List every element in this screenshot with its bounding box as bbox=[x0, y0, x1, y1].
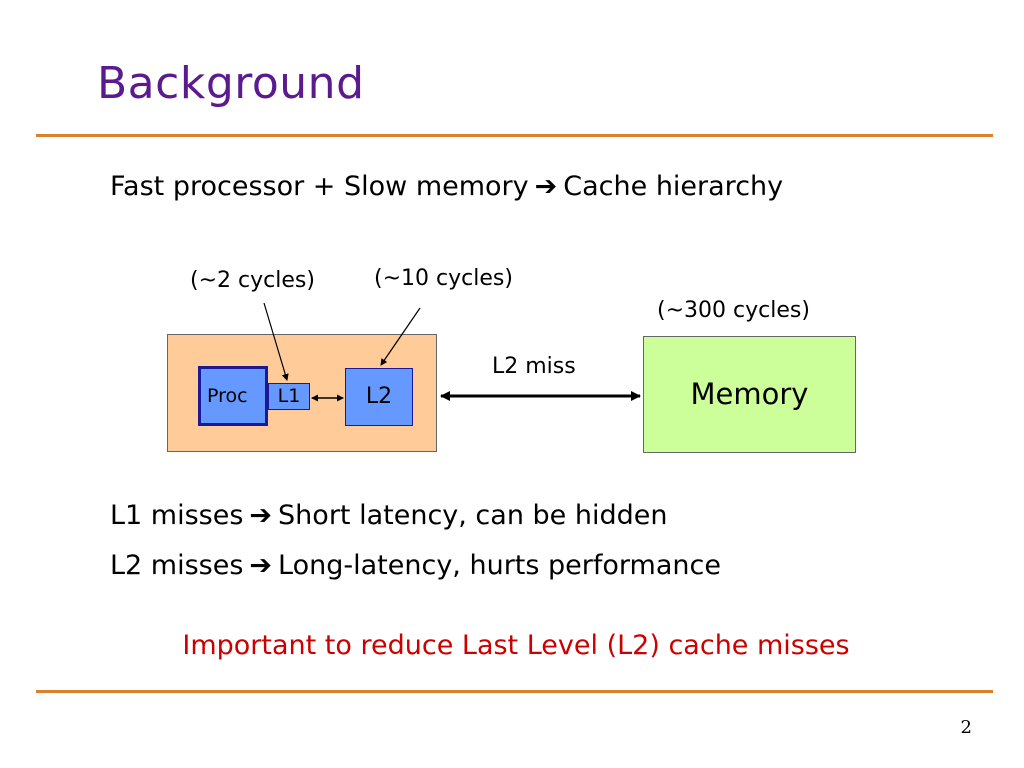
bullet-text-right: Cache hierarchy bbox=[563, 171, 784, 202]
bullet-text-left: Fast processor + Slow memory bbox=[110, 171, 529, 202]
bullet-text-left: L2 misses bbox=[110, 550, 244, 581]
bullet-text-left: L1 misses bbox=[110, 500, 244, 531]
slide-title: Background bbox=[97, 58, 365, 109]
l2-latency-label: (~10 cycles) bbox=[374, 266, 513, 291]
bullet-l1-misses: L1 misses➔Short latency, can be hidden bbox=[110, 500, 667, 531]
l2-miss-label: L2 miss bbox=[492, 354, 576, 379]
bullet-l2-misses: L2 misses➔Long-latency, hurts performanc… bbox=[110, 550, 721, 581]
l1-cache-box: L1 bbox=[268, 383, 310, 410]
l2-cache-box: L2 bbox=[345, 368, 413, 426]
top-divider bbox=[36, 134, 993, 137]
memory-latency-label: (~300 cycles) bbox=[657, 298, 810, 323]
bullet-text-right: Short latency, can be hidden bbox=[278, 500, 668, 531]
proc-box: Proc bbox=[198, 366, 268, 426]
page-number: 2 bbox=[960, 717, 972, 738]
bullet-cache-hierarchy: Fast processor + Slow memory➔Cache hiera… bbox=[110, 171, 783, 202]
memory-box: Memory bbox=[643, 336, 856, 453]
right-arrow-icon: ➔ bbox=[249, 550, 273, 581]
right-arrow-icon: ➔ bbox=[534, 171, 558, 202]
right-arrow-icon: ➔ bbox=[249, 500, 273, 531]
bullet-text-right: Long-latency, hurts performance bbox=[278, 550, 721, 581]
l1-latency-label: (~2 cycles) bbox=[190, 268, 315, 293]
bottom-divider bbox=[36, 690, 993, 693]
important-statement: Important to reduce Last Level (L2) cach… bbox=[182, 630, 850, 661]
